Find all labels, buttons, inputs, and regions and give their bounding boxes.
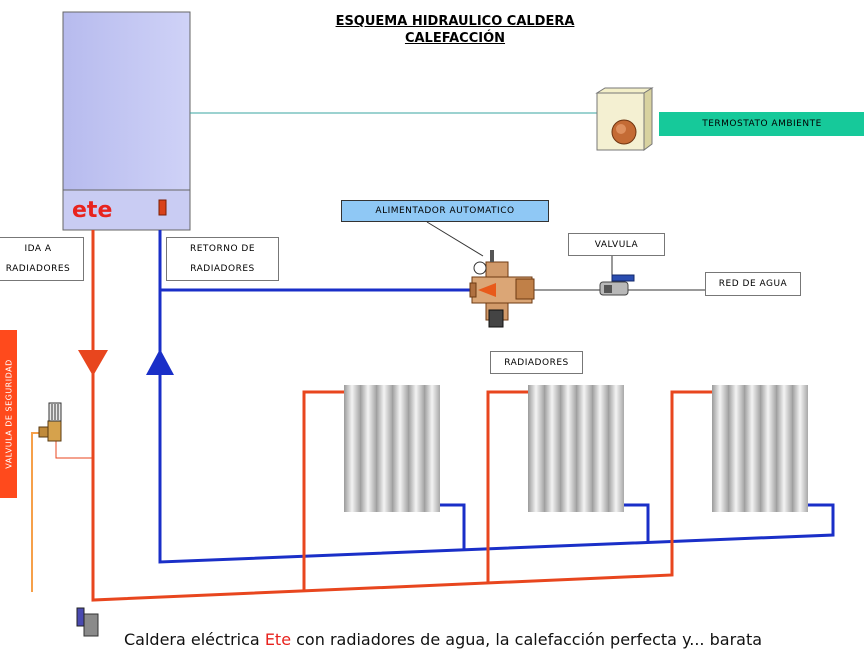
alimentador-label: ALIMENTADOR AUTOMATICO [341,200,549,222]
radiator-1 [344,385,440,512]
radiadores-label: RADIADORES [490,351,583,374]
supply-flow-arrow [78,350,108,376]
safety-drain [31,432,40,592]
diagram-title: ESQUEMA HIDRAULICO CALDERA CALEFACCIÓN [300,13,610,47]
caption: Caldera eléctrica Ete con radiadores de … [124,630,762,649]
title-line-1: ESQUEMA HIDRAULICO CALDERA [335,14,575,29]
return-pipes [158,230,835,564]
alimentador-leader [426,221,484,257]
ball-valve [599,274,635,296]
boiler-brand: ete [72,198,113,223]
boiler [62,11,191,231]
radiator-3 [712,385,808,512]
caption-part-2: con radiadores de agua, la calefacción p… [291,630,763,649]
return-flow-arrow [146,349,174,375]
safety-valve [38,402,62,442]
ida-label: IDA A RADIADORES [0,237,84,281]
thermostat-device [595,87,654,151]
caption-part-1: Caldera eléctrica [124,630,265,649]
ida-line-1: IDA A [24,244,52,254]
drain-valve [76,607,99,637]
red-agua-label: RED DE AGUA [705,272,801,296]
automatic-filler [469,250,535,328]
retorno-line-2: RADIADORES [190,264,255,274]
ida-line-2: RADIADORES [5,264,71,274]
supply-pipes [91,230,712,602]
retorno-line-1: RETORNO DE [189,244,256,254]
termostato-label: TERMOSTATO AMBIENTE [659,112,864,136]
valvula-seguridad-text: VALVULA DE SEGURIDAD [4,359,13,469]
retorno-label: RETORNO DE RADIADORES [166,237,279,281]
caption-brand: Ete [264,630,292,649]
safety-valve-branch [55,430,93,459]
valvula-seguridad-label: VALVULA DE SEGURIDAD [0,330,17,498]
boiler-indicator [158,199,167,216]
valvula-label: VALVULA [568,233,665,256]
radiator-2 [528,385,624,512]
title-line-2: CALEFACCIÓN [404,31,506,46]
